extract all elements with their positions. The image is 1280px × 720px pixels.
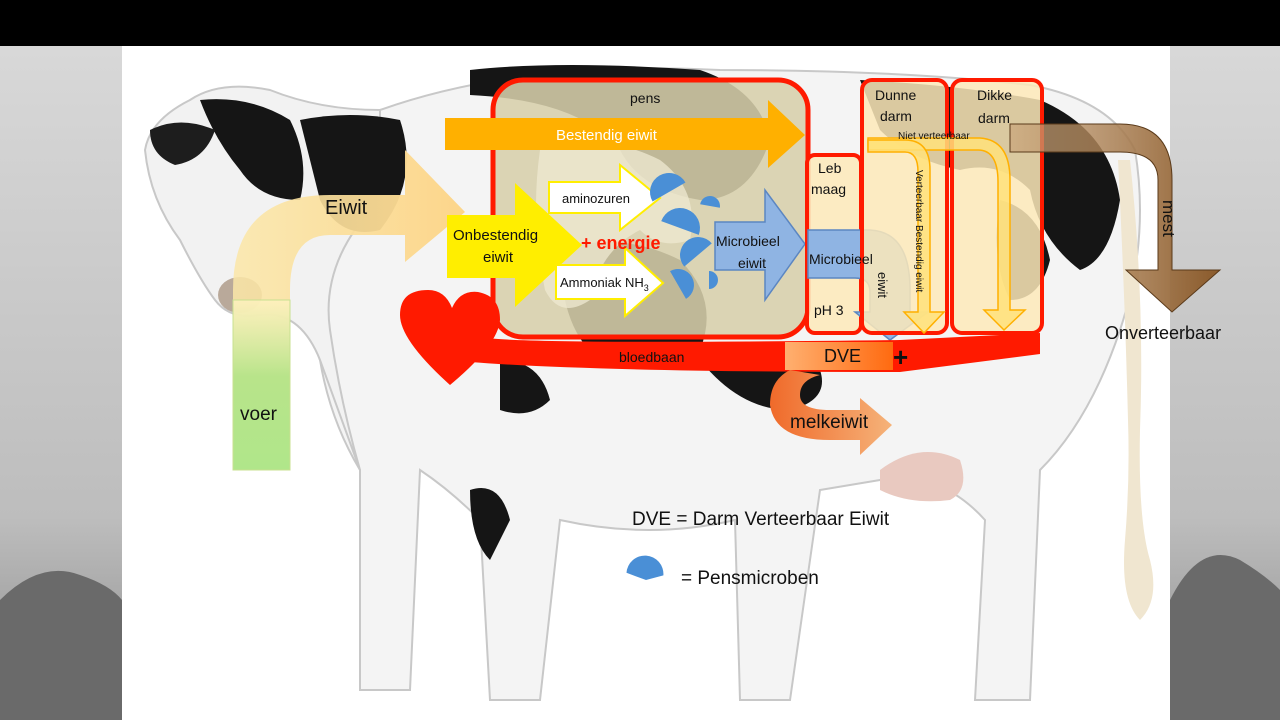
label-niet-verteerbaar: Niet verteerbaar (898, 131, 970, 142)
label-dunne: Dunne (875, 87, 916, 103)
right-trees (1170, 555, 1280, 720)
label-aminozuren: aminozuren (562, 191, 630, 206)
label-verteerbaar-bestendig: Verteerbaar Bestendig eiwit (913, 170, 924, 293)
left-trees (0, 571, 122, 720)
label-dikke-darm: darm (978, 110, 1010, 126)
legend-pensmicroben: = Pensmicroben (681, 568, 819, 589)
label-leb: Leb (818, 160, 842, 176)
label-bestendig-eiwit: Bestendig eiwit (556, 127, 658, 144)
label-dve: DVE (824, 346, 861, 366)
label-ph: pH 3 (814, 302, 844, 318)
label-microbieel-1: Microbieel (716, 233, 780, 249)
label-onverteerbaar: Onverteerbaar (1105, 323, 1221, 343)
label-microbieel-2: eiwit (738, 255, 766, 271)
label-bloedbaan: bloedbaan (619, 349, 684, 365)
label-melkeiwit: melkeiwit (790, 412, 869, 433)
label-dikke: Dikke (977, 87, 1012, 103)
label-eiwit-vertical: eiwit (875, 272, 890, 298)
label-onbestendig-2: eiwit (483, 249, 514, 266)
label-eiwit: Eiwit (325, 197, 368, 219)
label-energie: + energie (581, 233, 661, 253)
label-voer: voer (240, 404, 278, 425)
label-dunne-darm: darm (880, 108, 912, 124)
label-maag: maag (811, 181, 846, 197)
label-onbestendig-1: Onbestendig (453, 227, 538, 244)
label-microbieel-lebmaag: Microbieel (809, 251, 873, 267)
legend-dve-definition: DVE = Darm Verteerbaar Eiwit (632, 509, 890, 530)
label-mest: mest (1159, 200, 1178, 237)
label-pens: pens (630, 90, 660, 106)
plus-icon: + (893, 342, 908, 372)
